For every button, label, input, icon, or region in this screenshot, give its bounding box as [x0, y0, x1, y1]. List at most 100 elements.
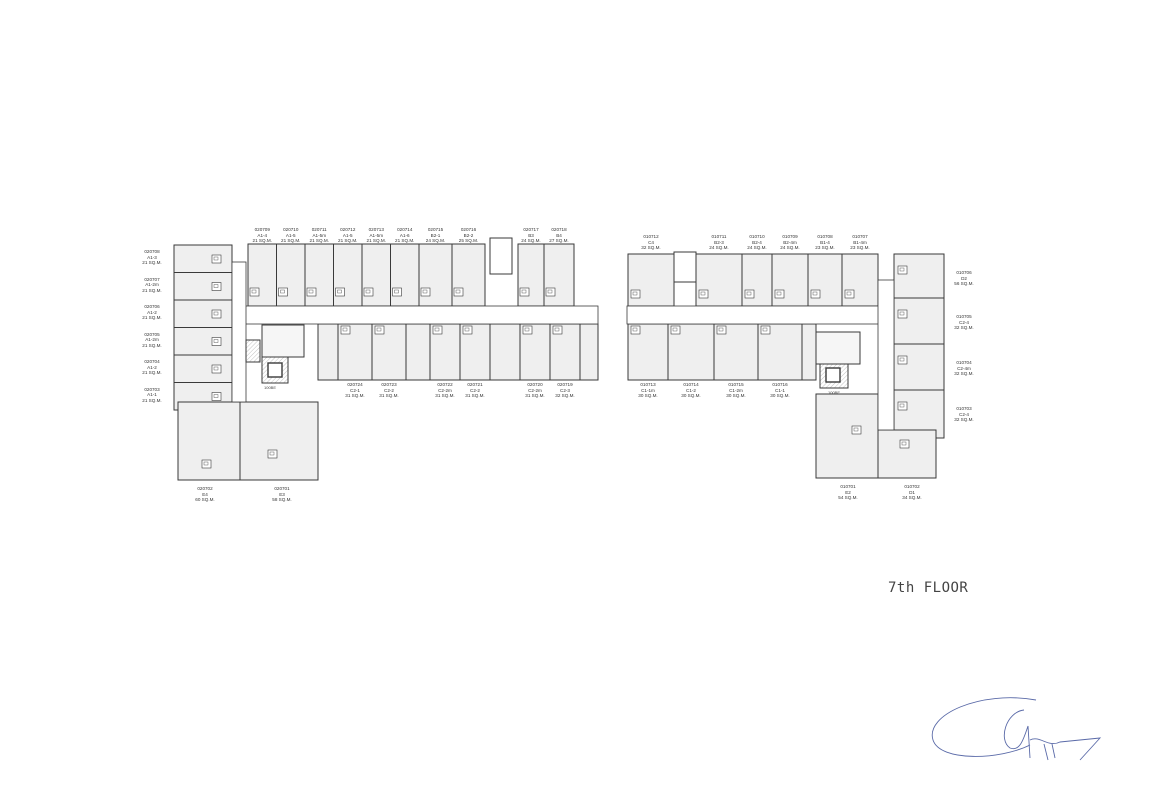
unit-code: 020714	[397, 227, 413, 232]
unit-code: 010708	[817, 234, 833, 239]
unit-type: C1-2	[686, 387, 696, 393]
unit-code: 020708	[144, 249, 160, 254]
unit-room	[451, 243, 486, 307]
bathroom-fixture	[308, 289, 314, 294]
west-core	[245, 237, 513, 384]
unit-area: 21 SQ.M.	[395, 238, 415, 244]
bathroom-fixture	[280, 289, 285, 294]
bathroom-fixture	[455, 289, 461, 294]
unit-code: 010707	[852, 234, 868, 239]
unit-area: 32 SQ.M.	[555, 393, 575, 399]
unit-type: A1-5	[342, 232, 353, 238]
unit-code: 020703	[144, 386, 160, 392]
unit-code: 010715	[728, 382, 744, 387]
east-vertical-corridor	[877, 279, 895, 431]
bathroom-fixture	[776, 291, 782, 296]
unit-area: 31 SQ.M.	[379, 393, 399, 399]
unit-area: 30 SQ.M.	[681, 393, 701, 399]
unit-type: C1-2m	[729, 387, 743, 393]
unit-room	[333, 243, 363, 307]
bathroom-fixture	[746, 291, 752, 296]
unit-code: 020705	[144, 331, 160, 337]
unit-area: 25 SQ.M.	[458, 238, 479, 244]
unit-code: 020724	[347, 382, 363, 387]
unit-type: A1-5m	[312, 232, 327, 238]
bathroom-fixture	[762, 327, 768, 332]
bathroom-fixture	[203, 461, 209, 466]
unit-area: 58 SQ.M.	[272, 497, 292, 503]
unit-code: 010704	[956, 360, 972, 365]
unit-code: 020706	[144, 304, 160, 309]
unit-type: D1	[909, 489, 915, 495]
east-stair-tag: 100BE	[828, 390, 841, 395]
unit-type: A1-2	[147, 309, 157, 315]
bathroom-fixture	[213, 311, 219, 316]
bathroom-fixture	[812, 291, 818, 296]
east-lift-car	[825, 367, 841, 383]
bathroom-fixture	[547, 289, 553, 294]
unit-room	[489, 323, 521, 381]
bathroom-fixture	[632, 327, 638, 332]
unit-type: B2-3	[714, 239, 724, 245]
unit-room	[304, 243, 334, 307]
unit-code: 020710	[283, 227, 299, 232]
signature-mark	[931, 697, 1102, 761]
unit-type: B4	[556, 232, 562, 238]
unit-area: 21 SQ.M.	[142, 315, 162, 321]
unit-code: 010701	[840, 484, 856, 489]
unit-code: 020722	[437, 382, 453, 387]
unit-type: B2-4m	[783, 239, 797, 245]
bathroom-fixture	[365, 289, 371, 294]
unit-area: 60 SQ.M.	[195, 497, 215, 503]
bathroom-fixture	[213, 366, 219, 371]
bathroom-fixture	[269, 451, 275, 456]
west-shaft	[245, 339, 261, 363]
unit-code: 020709	[254, 227, 270, 232]
west-stair	[261, 324, 305, 358]
bathroom-fixture	[434, 327, 440, 332]
unit-area: 30 SQ.M.	[770, 393, 790, 399]
east-stair	[815, 331, 861, 365]
west-riser	[489, 237, 513, 275]
unit-room	[517, 243, 545, 307]
bathroom-fixture	[394, 289, 399, 294]
unit-room	[801, 323, 817, 381]
bathroom-fixture	[853, 427, 859, 432]
unit-code: 010706	[956, 270, 972, 275]
unit-room	[893, 297, 945, 345]
unit-type: A1-1	[147, 392, 157, 398]
unit-room	[173, 354, 233, 383]
east-corridor	[626, 305, 886, 325]
unit-type: C2-4	[959, 411, 969, 417]
unit-code: 010714	[683, 382, 699, 387]
unit-code: 020715	[427, 227, 444, 232]
floor-title: 7th FLOOR	[888, 580, 969, 596]
unit-area: 32 SQ.M.	[641, 245, 661, 251]
unit-area: 21 SQ.M.	[338, 238, 358, 244]
bathroom-fixture	[899, 311, 905, 316]
unit-code: 020702	[197, 486, 213, 491]
west-lift-car	[267, 362, 283, 378]
bathroom-fixture	[524, 327, 530, 332]
unit-code: 020707	[144, 276, 160, 282]
unit-type: C2-2	[470, 387, 480, 393]
